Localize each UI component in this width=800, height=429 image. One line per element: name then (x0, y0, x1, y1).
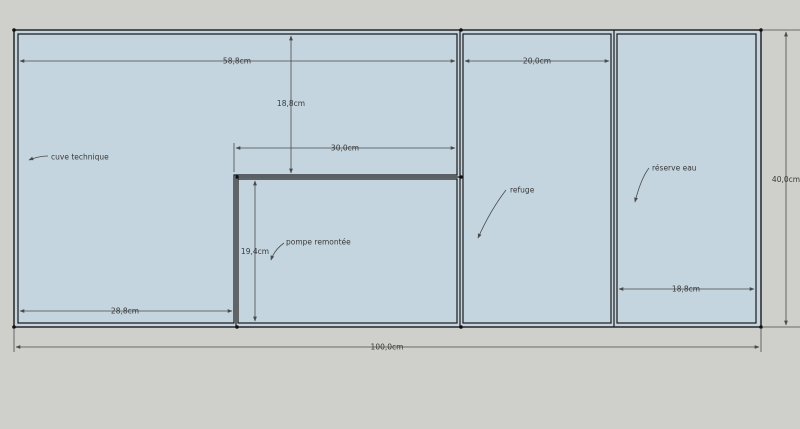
label-100-0: 100,0cm (371, 343, 404, 352)
label-refuge: refuge (510, 186, 535, 195)
dimension-100-0: 100,0cm (13, 329, 762, 352)
label-30-0: 30,0cm (331, 144, 359, 153)
dimension-40-0: 40,0cm (763, 29, 800, 328)
label-19-4: 19,4cm (241, 247, 269, 256)
dimension-58-8: 58,8cm (19, 57, 456, 66)
label-40-0: 40,0cm (772, 175, 800, 184)
label-pompe-remontee: pompe remontée (286, 238, 351, 247)
label-18-8-horizontal: 18,8cm (672, 285, 700, 294)
dimension-18-8-vertical: 18,8cm (277, 35, 305, 174)
label-reserve-eau: réserve eau (652, 164, 697, 173)
compartment-cuve-technique (17, 33, 458, 324)
compartment-refuge (462, 33, 612, 324)
corner-markers (12, 28, 763, 329)
dimension-20-0: 20,0cm (464, 57, 610, 66)
label-20-0: 20,0cm (523, 57, 551, 66)
compartment-pompe-remontee (237, 178, 458, 324)
annotation-refuge: refuge (477, 186, 535, 239)
annotation-pompe-remontee: pompe remontée (270, 238, 351, 261)
dimension-18-8-horizontal: 18,8cm (618, 285, 755, 294)
annotation-reserve-eau: réserve eau (634, 164, 697, 203)
label-28-8: 28,8cm (111, 307, 139, 316)
dimension-28-8: 28,8cm (19, 307, 233, 316)
label-58-8: 58,8cm (223, 57, 251, 66)
annotation-cuve-technique: cuve technique (28, 153, 109, 162)
dimension-19-4: 19,4cm (241, 180, 269, 322)
dimension-30-0: 30,0cm (233, 143, 456, 172)
label-18-8-vertical: 18,8cm (277, 99, 305, 108)
compartment-reserve-eau (616, 33, 757, 324)
label-cuve-technique: cuve technique (51, 153, 109, 162)
